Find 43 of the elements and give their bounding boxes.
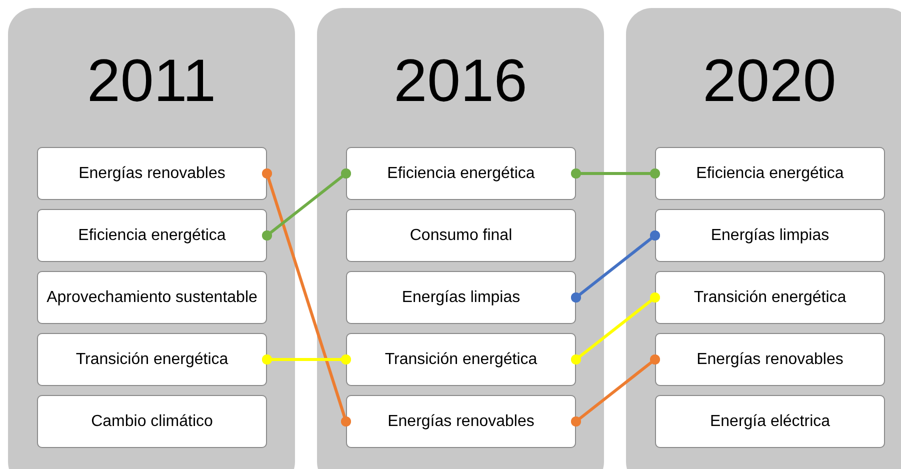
topic-label: Energías limpias — [710, 226, 830, 246]
topic-label: Transición energética — [76, 350, 228, 370]
topic-box — [655, 209, 885, 262]
topic-label: Aprovechamiento sustentable — [46, 288, 258, 308]
topic-label: Eficiencia energética — [78, 226, 226, 246]
column-panel — [8, 8, 295, 469]
topic-box — [37, 395, 267, 448]
topic-box — [37, 271, 267, 324]
topic-label: Eficiencia energética — [387, 164, 535, 184]
connector-line — [570, 292, 660, 365]
topic-label: Transición energética — [694, 288, 846, 308]
topic-box — [346, 271, 576, 324]
column-panel — [626, 8, 901, 469]
topic-label: Cambio climático — [91, 412, 213, 432]
topic-box — [37, 147, 267, 200]
topic-label: Energías renovables — [388, 412, 534, 432]
year-heading: 2020 — [702, 46, 838, 116]
connector-line — [262, 354, 352, 365]
topic-label: Energías limpias — [402, 288, 520, 308]
topic-box — [37, 333, 267, 386]
connector-line — [570, 230, 660, 303]
topic-box — [655, 271, 885, 324]
topic-label: Transición energética — [384, 350, 538, 370]
topic-label: Energías renovables — [78, 164, 226, 184]
topic-box — [655, 395, 885, 448]
topic-label: Eficiencia energética — [696, 164, 844, 184]
column-panel — [317, 8, 604, 469]
topic-box — [655, 333, 885, 386]
topic-label: Consumo final — [410, 226, 512, 246]
year-heading: 2011 — [86, 46, 218, 116]
connector-line — [262, 168, 352, 241]
connector-line — [570, 354, 660, 427]
topic-label: Energía eléctrica — [710, 412, 830, 432]
topic-box — [37, 209, 267, 262]
connector-line — [262, 168, 352, 427]
topic-box — [346, 395, 576, 448]
topic-box — [346, 147, 576, 200]
connector-line — [570, 168, 660, 179]
topic-box — [346, 209, 576, 262]
year-heading: 2016 — [392, 46, 528, 116]
topic-box — [655, 147, 885, 200]
topic-box — [346, 333, 576, 386]
topic-label: Energías renovables — [696, 350, 844, 370]
